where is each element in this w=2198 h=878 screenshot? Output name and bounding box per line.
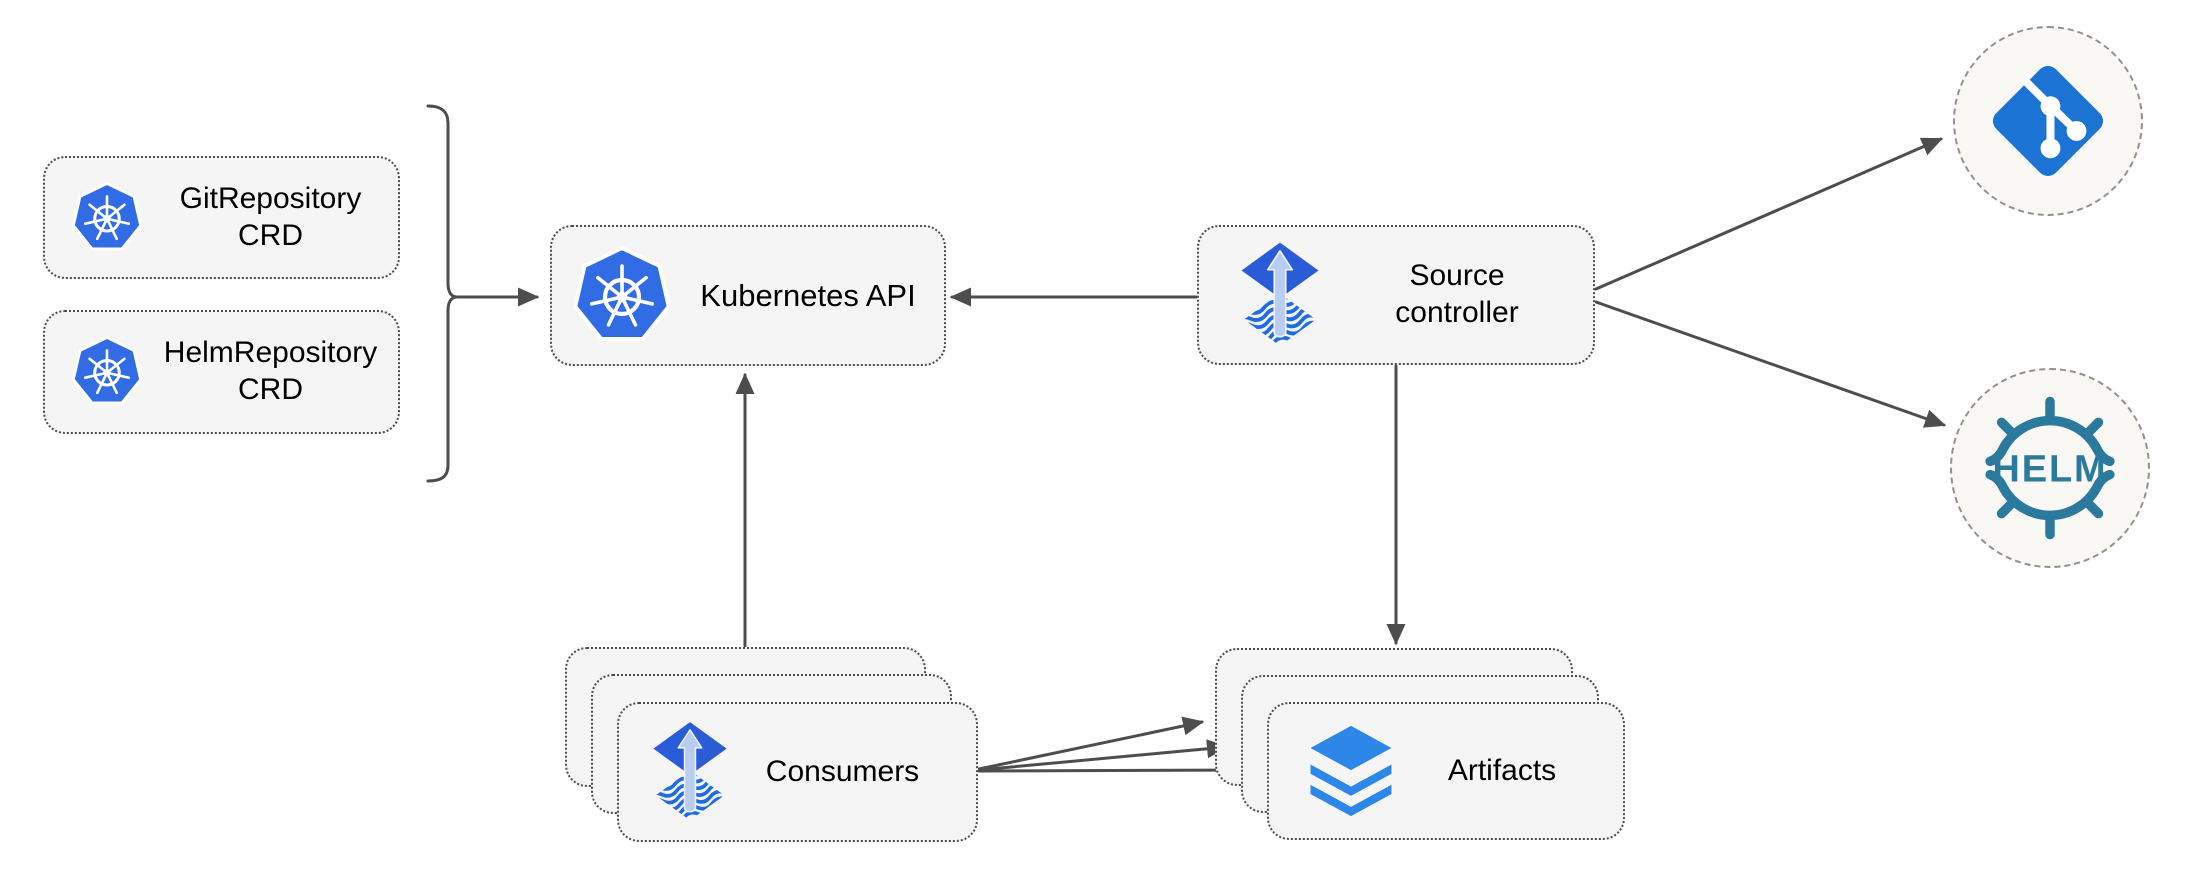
node-artifacts: Artifacts [1267,702,1625,840]
stack-artifacts: Artifacts [1215,648,1627,842]
node-label: Consumers [765,754,920,788]
kubernetes-icon [71,181,143,250]
node-source-controller: Source controller [1197,225,1595,365]
flux-source-icon [1239,241,1321,349]
helm-wordmark: HELM [1992,448,2107,490]
node-kubernetes-api: Kubernetes API [550,225,946,366]
brace-crd-group [426,104,457,483]
node-label: Artifacts [1447,753,1557,787]
arrow-source-to-helm-remote [1594,300,1947,428]
node-helm-remote: HELM [1950,368,2150,568]
arrow-source-to-git-remote [1594,137,1943,291]
arrow-consumers-to-artifacts-2 [977,739,1229,772]
helm-icon: HELM [1974,392,2126,544]
kubernetes-icon [572,244,672,348]
node-gitrepository-crd: GitRepository CRD [43,156,400,279]
layers-icon [1310,725,1392,817]
kubernetes-icon [71,335,143,405]
arrow-consumers-to-artifacts-1 [977,716,1205,771]
node-consumers: Consumers [617,702,978,842]
stack-consumers: Consumers [565,647,980,844]
node-helmrepository-crd: HelmRepository CRD [43,310,400,434]
git-icon [1986,59,2110,183]
node-label: Source controller [1395,259,1519,329]
arrow-consumers-to-artifacts-3 [977,760,1255,780]
node-label: HelmRepository CRD [163,336,378,406]
node-git-remote [1953,26,2143,216]
node-label: Kubernetes API [700,277,916,313]
node-label: GitRepository CRD [179,181,362,252]
flux-source-icon [651,720,729,824]
